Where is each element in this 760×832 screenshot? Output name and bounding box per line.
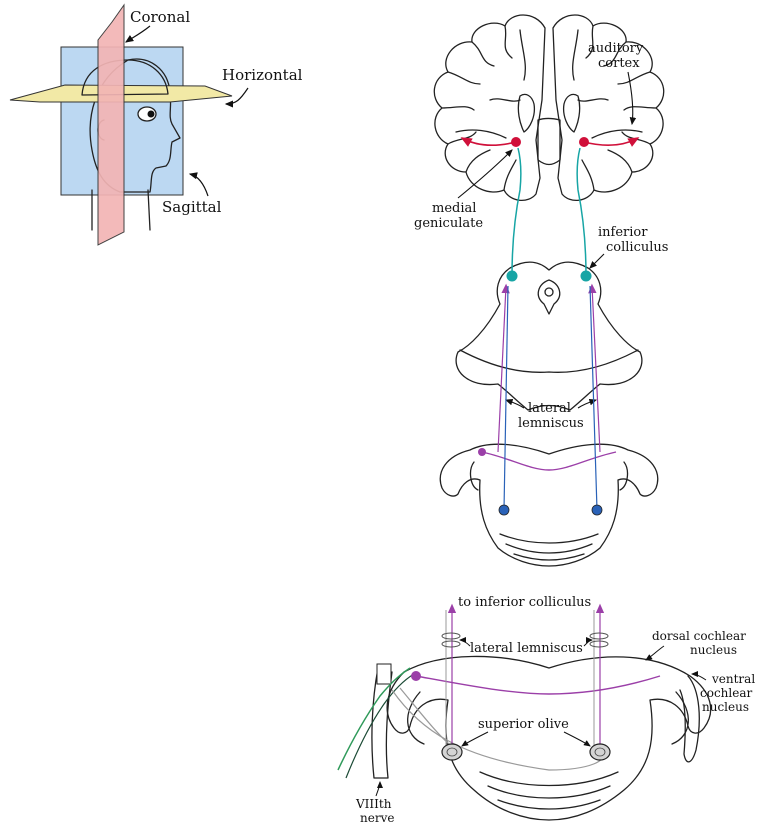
nerve-root-box: [377, 664, 391, 684]
lower-brainstem-outline: [387, 656, 711, 820]
lower-brainstem-section: to inferior colliculus lateral lemniscus…: [338, 595, 755, 825]
inferior-colliculus-arrow: [590, 254, 604, 268]
upper-floor-lines: [500, 534, 598, 560]
colliculus-label: colliculus: [606, 240, 668, 255]
viiith-nerve-fibers-dark: [346, 674, 414, 778]
superior-olive-arrow-left: [462, 732, 488, 746]
right-lemniscus-ring-2: [590, 641, 608, 647]
dorsal-cochlear-nucleus-label: nucleus: [690, 643, 737, 657]
ventral-cochlear-label: cochlear: [700, 686, 752, 700]
lower-left-cochlear-dot: [411, 671, 421, 681]
viiith-nerve-arrow: [376, 782, 380, 796]
left-lemniscus-ring-1: [442, 633, 460, 639]
midbrain-section: inferior colliculus lateral lemniscus: [456, 148, 668, 431]
left-superior-olive: [442, 744, 462, 760]
ventricles: [518, 94, 579, 164]
midbrain-outline: [456, 262, 642, 410]
right-thalamocortical-path: [584, 138, 638, 145]
upper-left-cochlear-dot: [478, 448, 486, 456]
coronal-brain-section: auditory cortex medial geniculate: [414, 15, 664, 231]
lateral-fissure-left: [456, 130, 506, 138]
lateral-lemniscus-lower-label: lateral lemniscus: [470, 641, 583, 656]
lower-floor-lines: [480, 772, 618, 809]
upper-right-olive-dot: [592, 505, 602, 515]
aqueduct-lumen: [545, 288, 553, 296]
sagittal-label: Sagittal: [162, 198, 222, 216]
inferior-label: inferior: [598, 225, 648, 240]
lemniscus-label: lemniscus: [518, 416, 584, 431]
right-superior-olive: [590, 744, 610, 760]
medial-label: medial: [432, 201, 476, 216]
viiith-label: VIIIth: [355, 797, 392, 811]
coronal-label: Coronal: [130, 8, 190, 26]
cerebral-aqueduct: [538, 280, 559, 314]
dorsal-cochlear-label: dorsal cochlear: [652, 629, 746, 643]
geniculate-label: geniculate: [414, 216, 483, 231]
right-lemniscus-ascending-purple: [592, 286, 600, 452]
coronal-plane: [98, 5, 124, 245]
nerve-label: nerve: [360, 811, 394, 825]
pupil: [148, 111, 155, 118]
sagittal-arrow: [190, 174, 208, 196]
coronal-arrow: [126, 26, 150, 42]
planes-of-section-figure: Coronal Horizontal Sagittal: [10, 5, 303, 245]
superior-olive-arrow-right: [564, 732, 590, 746]
horizontal-label: Horizontal: [222, 66, 303, 84]
left-medial-geniculate-dot: [511, 137, 521, 147]
auditory-label: auditory: [588, 41, 644, 56]
lateral-fissure-right: [592, 130, 642, 138]
ventral-cochlear-nucleus-label: nucleus: [702, 700, 749, 714]
cerebral-peduncle: [460, 350, 638, 372]
lateral-lemniscus-lower-arrow-left: [460, 640, 470, 646]
right-inferior-colliculus-dot: [581, 271, 592, 282]
right-lemniscus-ring-1: [590, 633, 608, 639]
superior-olive-label: superior olive: [478, 717, 569, 732]
left-thalamocortical-path: [462, 138, 516, 145]
left-sulci: [442, 26, 525, 190]
right-colliculus-ascending: [577, 148, 586, 276]
upper-lobes: [471, 462, 628, 490]
left-lemniscus-ascending-purple: [498, 286, 506, 452]
lateral-label: lateral: [528, 401, 571, 416]
upper-left-olive-dot: [499, 505, 509, 515]
dorsal-cochlear-arrow: [646, 646, 664, 660]
right-medial-geniculate-dot: [579, 137, 589, 147]
left-inferior-colliculus-dot: [507, 271, 518, 282]
left-colliculus-ascending: [512, 148, 521, 276]
ventral-label: ventral: [711, 672, 755, 686]
ventral-cochlear-nucleus-shape: [680, 676, 699, 762]
cortex-label: cortex: [598, 56, 640, 71]
left-lemniscus-ring-2: [442, 641, 460, 647]
to-inferior-colliculus-label: to inferior colliculus: [458, 595, 591, 610]
